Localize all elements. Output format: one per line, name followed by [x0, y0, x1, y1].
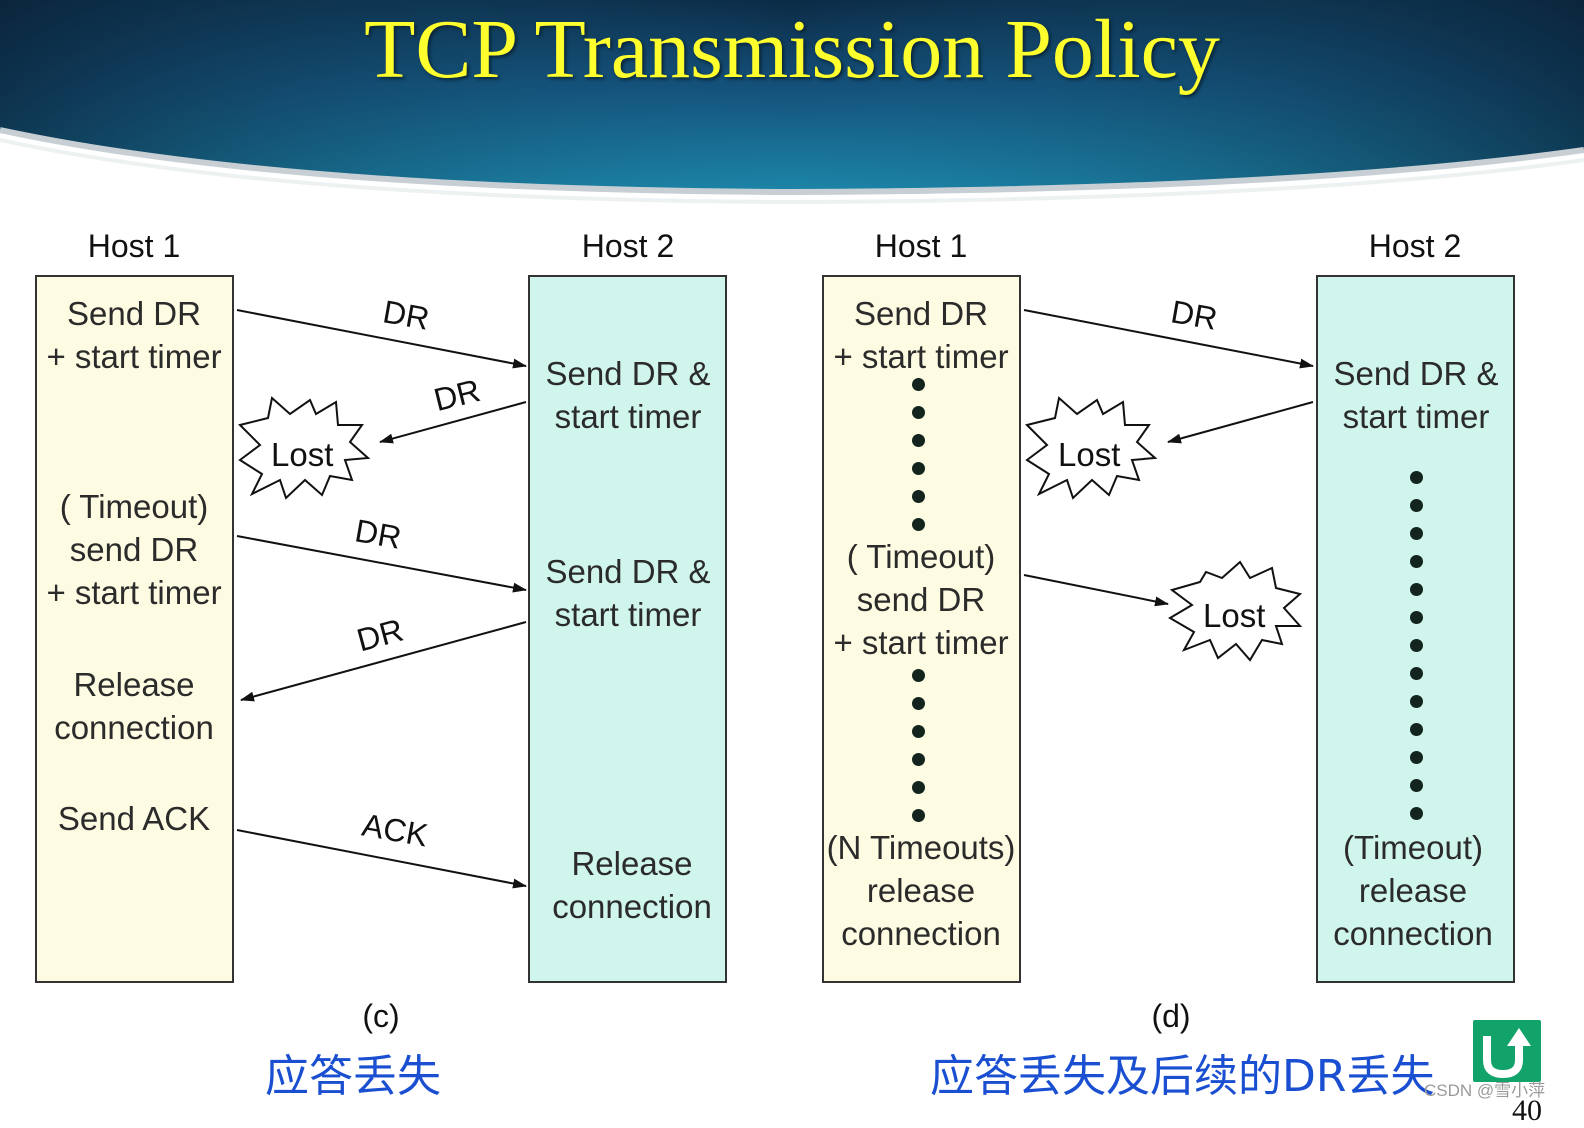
page-number: 40: [1512, 1094, 1542, 1127]
host2-label-d: Host 2: [1368, 228, 1462, 264]
host1-timeout-d: ( Timeout) send DR + start timer: [833, 538, 1009, 661]
msg-label-dr-3-c: DR: [352, 512, 405, 556]
lost-burst-c: [238, 396, 371, 500]
host2-label-c: Host 2: [581, 228, 675, 264]
arrow-ack-c: [236, 829, 527, 889]
host1-timeline-c: [35, 275, 234, 983]
host1-release-c: Release connection: [54, 666, 214, 746]
arrow-dr-3-c: [236, 535, 527, 593]
host2-release-d: (Timeout) release connection: [1333, 829, 1493, 952]
host1-send-dr-d: Send DR + start timer: [833, 295, 1009, 375]
chinese-caption-d: 应答丢失及后续的DR丢失: [930, 1051, 1435, 1102]
host2-timeline-d: [1316, 275, 1515, 983]
host1-send-dr-c: Send DR + start timer: [46, 295, 222, 375]
host2-timeline-c: [528, 275, 727, 983]
lost-burst-1-d: [1025, 396, 1158, 500]
arrow-dr-1-d: [1023, 309, 1314, 369]
host1-release-d: (N Timeouts) release connection: [826, 829, 1016, 952]
lost-label-1-d: Lost: [1058, 436, 1121, 473]
host2-release-c: Release connection: [552, 845, 712, 925]
host2-waiting-dots-d: [1410, 471, 1426, 841]
host1-timeline-d: [822, 275, 1021, 983]
host1-timeout-c: ( Timeout) send DR + start timer: [46, 488, 222, 611]
host1-send-ack-c: Send ACK: [57, 800, 211, 837]
watermark: CSDN @雪小萍: [1424, 1081, 1546, 1100]
u-turn-arrow-icon: [1483, 1028, 1531, 1079]
host2-send-dr-2-c: Send DR & start timer: [545, 553, 711, 633]
arrow-dr-1-c: [236, 309, 527, 369]
lost-burst-2-d: [1168, 560, 1303, 662]
host1-waiting-dots-1-d: [912, 378, 928, 538]
host1-waiting-dots-2-d: [912, 669, 928, 839]
host2-send-dr-d: Send DR & start timer: [1333, 355, 1499, 435]
msg-label-dr-1-d: DR: [1168, 293, 1221, 337]
arrow-dr-2-d: [1167, 401, 1314, 444]
host2-send-dr-1-c: Send DR & start timer: [545, 355, 711, 435]
title-banner: [0, 0, 1584, 205]
return-button[interactable]: [1473, 1020, 1541, 1082]
host1-label-c: Host 1: [87, 228, 181, 264]
host1-label-d: Host 1: [874, 228, 968, 264]
chinese-caption-c: 应答丢失: [265, 1051, 441, 1102]
arrow-dr-2-c: [379, 401, 527, 444]
msg-label-dr-1-c: DR: [380, 293, 433, 337]
caption-c: (c): [362, 998, 400, 1034]
arrow-dr-3-d: [1023, 574, 1169, 607]
arrow-dr-4-c: [240, 621, 527, 702]
slide-title: TCP Transmission Policy: [364, 3, 1220, 96]
lost-label-c: Lost: [271, 436, 334, 473]
caption-d: (d): [1151, 998, 1191, 1034]
lost-label-2-d: Lost: [1203, 597, 1266, 634]
